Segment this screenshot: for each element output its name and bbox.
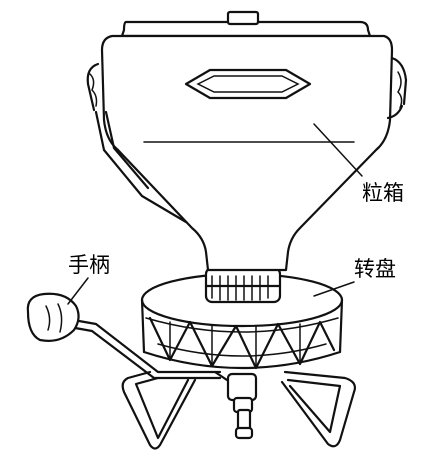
handle-leader-line xyxy=(67,277,89,305)
hopper-leader-line xyxy=(313,123,363,177)
bottom-spout xyxy=(226,372,258,440)
hopper-neck xyxy=(204,266,282,304)
disc-leader-line xyxy=(313,281,355,297)
crank-handle xyxy=(26,292,222,380)
base-stand xyxy=(121,370,357,450)
disc-label: 转盘 xyxy=(354,257,396,281)
seed-hopper xyxy=(86,10,408,272)
hopper-label: 粒箱 xyxy=(362,181,404,205)
handle-label: 手柄 xyxy=(68,253,110,277)
